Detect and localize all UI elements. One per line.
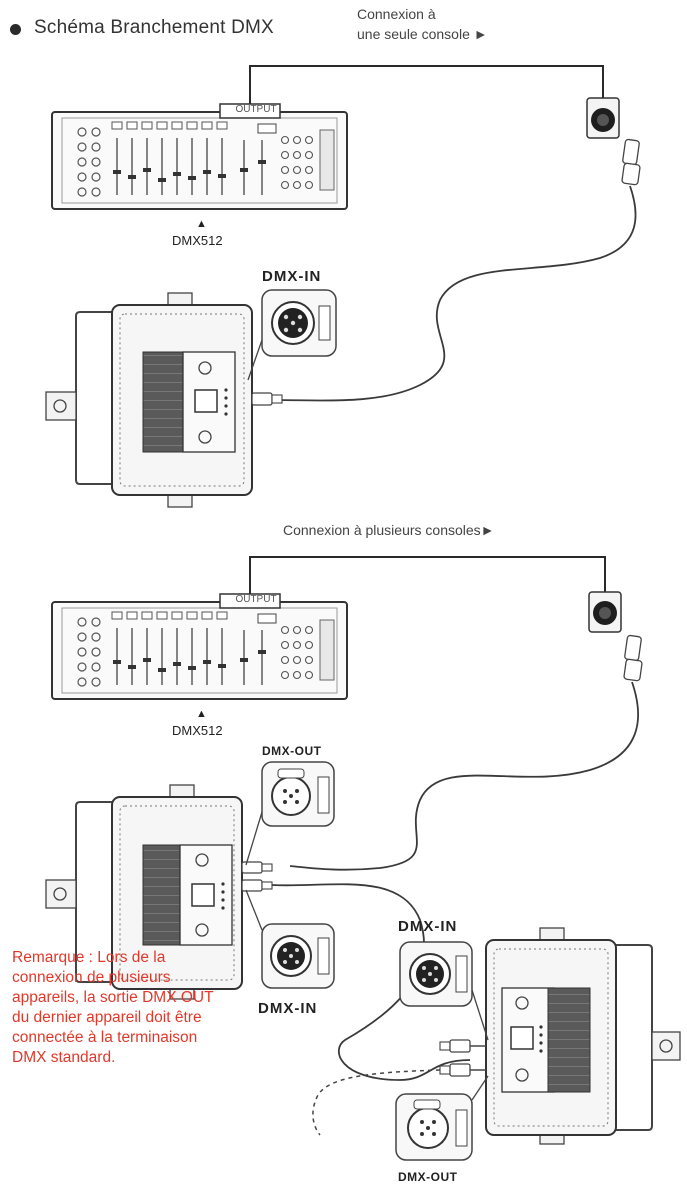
dmx-out-callout-bottom: [395, 1075, 489, 1161]
triangle-up-icon-2: ▲: [196, 708, 207, 720]
remark-line: connexion de plusieurs: [12, 969, 171, 986]
remark-line: Remarque : Lors de la: [12, 949, 166, 966]
dmx-in-callout-middle: [245, 889, 335, 989]
console-dmx512-top: [51, 103, 348, 210]
dmx-in-label-bottom: DMX-IN: [398, 918, 458, 935]
dmx-in-callout-top: [247, 289, 337, 381]
bullet-icon: [10, 24, 21, 35]
fixture-bottom: [439, 927, 681, 1145]
dmx-in-callout-bottom: [399, 941, 489, 1041]
page-title: Schéma Branchement DMX: [34, 17, 274, 38]
remark-line: connectée à la terminaison: [12, 1029, 198, 1046]
dmx-out-label-middle: DMX-OUT: [262, 744, 322, 758]
xlr-socket-middle: [588, 591, 643, 682]
xlr-socket-top: [586, 97, 641, 186]
dmx-out-label-bottom: DMX-OUT: [398, 1170, 458, 1184]
remark-line: DMX standard.: [12, 1049, 116, 1066]
single-connection-caption-1: Connexion à: [357, 6, 436, 22]
console-dmx512-middle: [51, 593, 348, 700]
dmx-out-callout-middle: [245, 761, 335, 866]
console-output-label-middle: OUTPUT: [235, 594, 277, 605]
console-output-label-top: OUTPUT: [235, 104, 277, 115]
multi-connection-caption: Connexion à plusieurs consoles►: [283, 522, 495, 538]
triangle-up-icon: ▲: [196, 218, 207, 230]
remark-note: Remarque : Lors de la connexion de plusi…: [12, 948, 312, 1068]
dmx-in-label-top: DMX-IN: [262, 268, 322, 285]
fixture-middle: [45, 784, 273, 1000]
remark-line: appareils, la sortie DMX OUT: [12, 989, 214, 1006]
remark-line: du dernier appareil doit être: [12, 1009, 202, 1026]
single-connection-caption-2: une seule console ►: [357, 26, 488, 42]
console-name-top: DMX512: [172, 233, 223, 248]
fixture-top: [45, 292, 283, 508]
console-name-middle: DMX512: [172, 723, 223, 738]
dmx-in-label-middle: DMX-IN: [258, 1000, 318, 1017]
